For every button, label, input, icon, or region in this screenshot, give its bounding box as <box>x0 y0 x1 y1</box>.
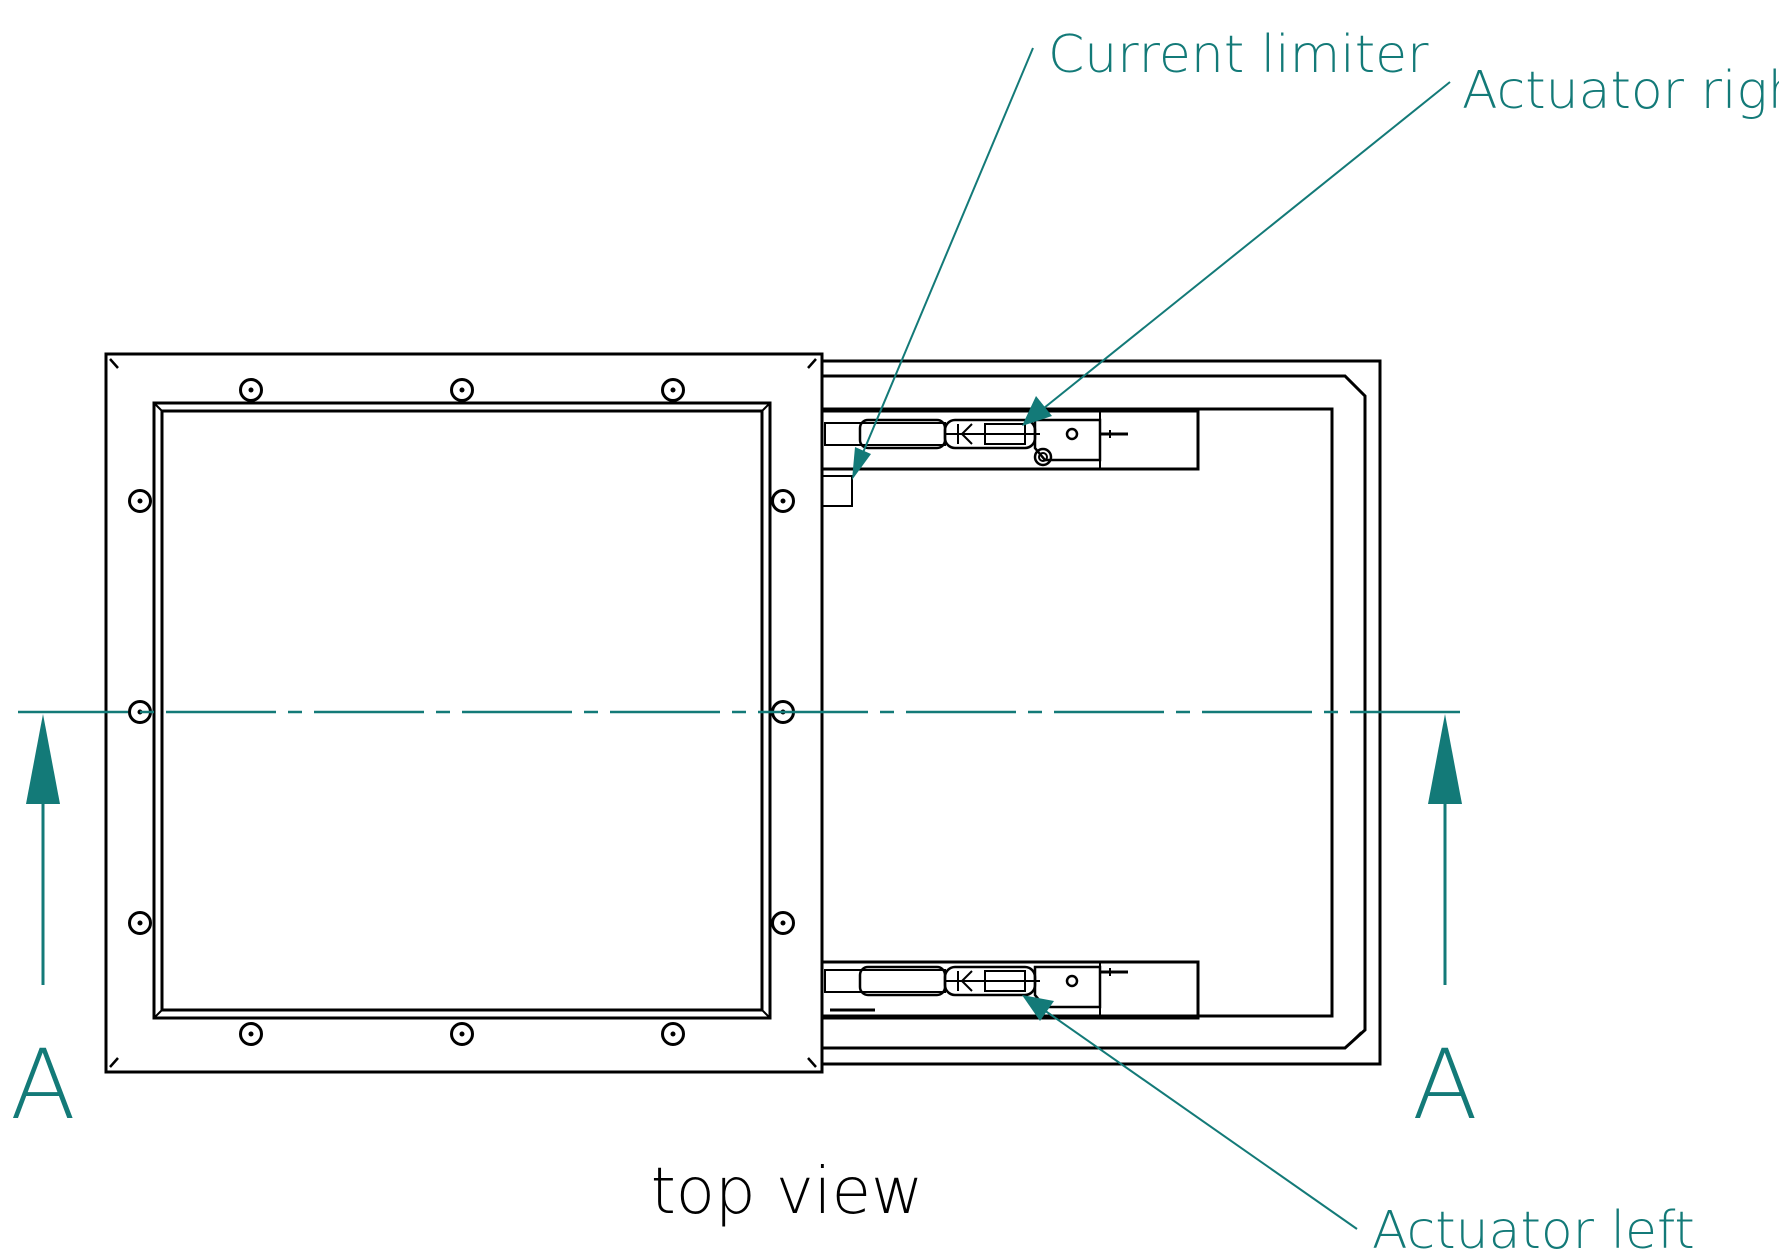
leader-actuator-right <box>1043 81 1451 409</box>
opening-chamfer <box>153 1009 163 1019</box>
leader-actuator-left <box>1043 1009 1358 1230</box>
bolt-hole <box>661 378 685 402</box>
label-actuator-right: Actuator right <box>1462 61 1779 121</box>
bolt-hole <box>771 489 795 513</box>
opening-chamfer <box>761 402 771 412</box>
opening-chamfer <box>153 402 163 412</box>
bolt-hole <box>239 1022 263 1046</box>
actuator-bracket <box>1033 965 1102 1009</box>
label-actuator-left: Actuator left <box>1372 1201 1695 1254</box>
leader-actuator-right-arrowhead <box>1022 396 1052 426</box>
section-arrow-left-head <box>26 714 60 804</box>
bolt-hole <box>771 911 795 935</box>
actuator-rod <box>824 422 946 446</box>
leader-current-limiter <box>861 47 1034 456</box>
actuator-left-assembly <box>822 960 1200 1020</box>
corner-tick <box>807 1057 817 1068</box>
bolt-hole <box>239 378 263 402</box>
opening-chamfer <box>761 1009 771 1019</box>
corner-tick <box>807 358 817 369</box>
label-current-limiter: Current limiter <box>1048 25 1429 85</box>
actuator-right-assembly <box>822 409 1200 471</box>
bolt-hole <box>128 911 152 935</box>
bolt-hole <box>128 489 152 513</box>
actuator-rod <box>824 969 946 993</box>
callout-leaders <box>852 47 1451 1230</box>
section-letter-right: A <box>1412 1029 1478 1141</box>
opening-inner-edge <box>160 409 764 1012</box>
bolt-holes <box>128 378 795 1046</box>
housing-chamfer-line <box>1346 377 1362 1047</box>
bolt-hole <box>661 1022 685 1046</box>
leader-current-limiter-arrowhead <box>852 447 871 480</box>
section-annotations <box>18 710 1470 985</box>
view-title: top view <box>651 1155 924 1229</box>
leader-actuator-left-arrowhead <box>1022 995 1054 1021</box>
corner-tick <box>109 358 119 369</box>
opening-outer-edge <box>152 401 772 1020</box>
section-letter-left: A <box>10 1029 76 1141</box>
actuator-bracket <box>1033 418 1102 462</box>
section-arrow-right-head <box>1428 714 1462 804</box>
bolt-hole <box>450 1022 474 1046</box>
corner-tick <box>109 1057 119 1068</box>
bolt-hole <box>450 378 474 402</box>
current-limiter-box <box>821 475 853 507</box>
